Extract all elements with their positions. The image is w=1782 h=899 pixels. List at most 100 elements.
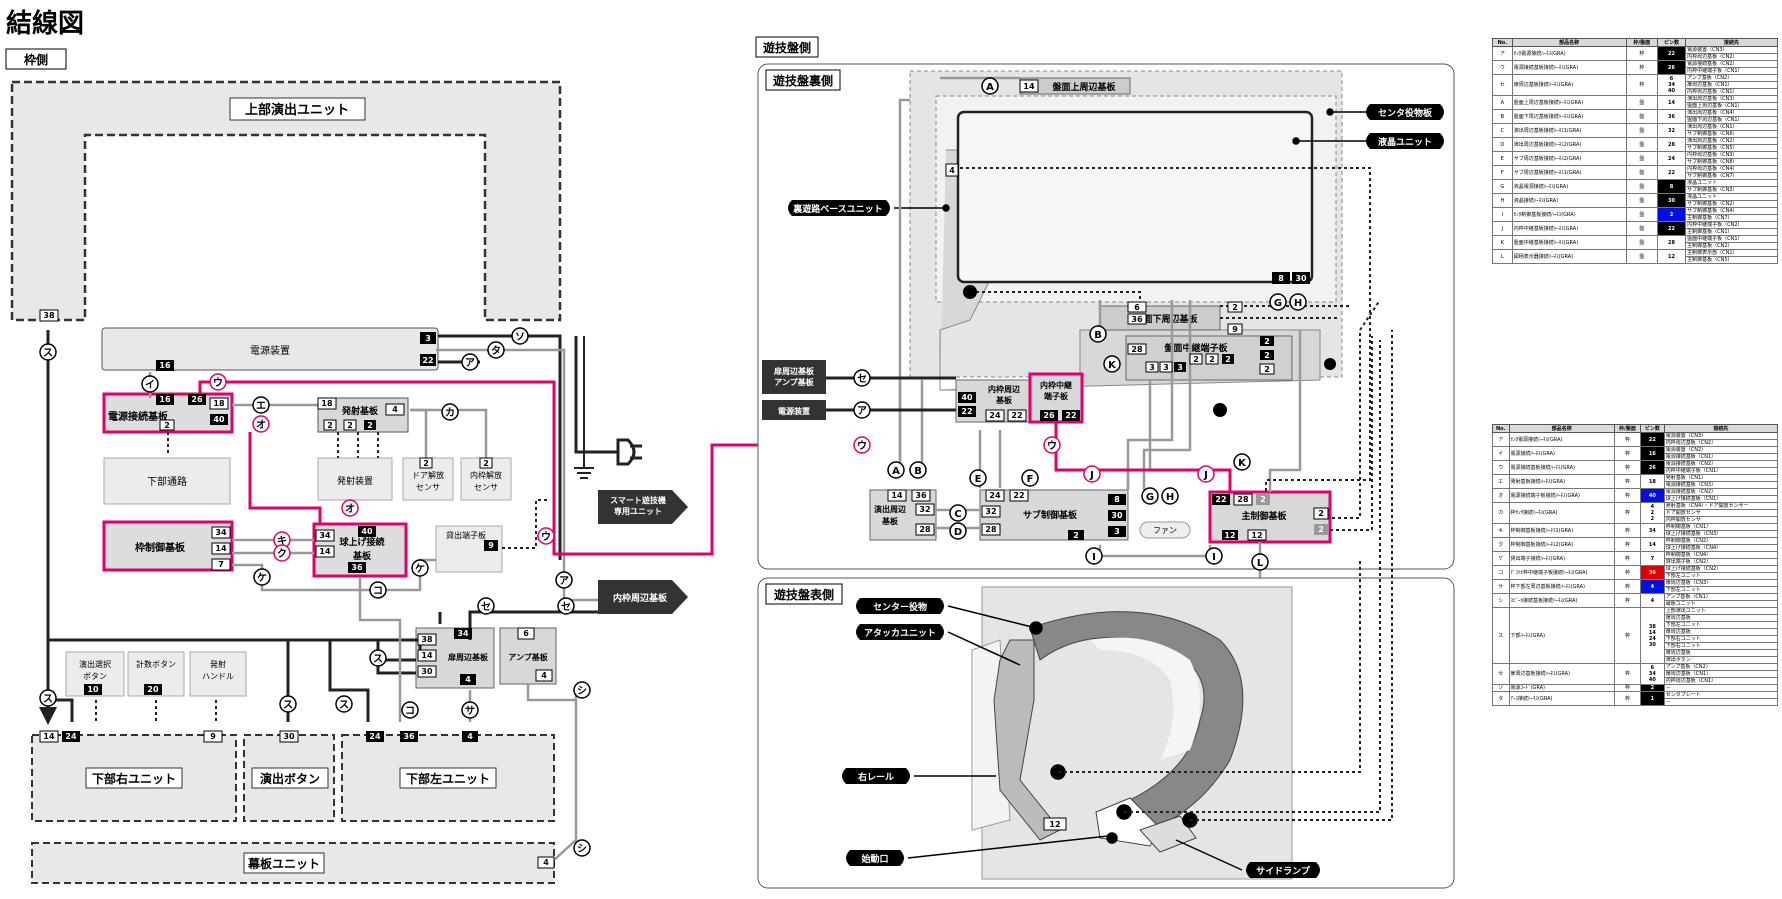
- svg-text:ア: ア: [465, 357, 475, 369]
- section-board-label: 遊技盤側: [763, 40, 811, 55]
- cell-pin: 22: [1656, 221, 1687, 236]
- cell-dest: 貸出端子板（CN2）: [1663, 558, 1779, 566]
- svg-text:38: 38: [421, 635, 433, 644]
- cell-no: サ: [1492, 579, 1510, 594]
- svg-text:36: 36: [351, 563, 363, 572]
- cell-pin: 1: [1640, 691, 1665, 706]
- cell-no: A: [1492, 95, 1513, 110]
- svg-text:12: 12: [1224, 531, 1235, 540]
- cell-name: 電源接続基板接続ﾊｰﾈｽ(GRA): [1511, 60, 1627, 75]
- svg-text:9: 9: [488, 541, 494, 550]
- cell-pin: 2: [1640, 684, 1665, 692]
- svg-text:ウ: ウ: [857, 440, 867, 452]
- cell-dest: サブ制御基板（CN7）: [1685, 172, 1778, 180]
- cell-pin: 14: [1656, 95, 1687, 110]
- cell-name: ｱｰｽ接続ﾊｰﾈｽ(GRA): [1508, 691, 1615, 706]
- earth-ground-icon: [574, 336, 594, 479]
- svg-text:2: 2: [1260, 495, 1266, 504]
- lower-path-label: 下部通路: [147, 475, 187, 488]
- svg-text:3: 3: [1163, 363, 1169, 372]
- inner-relay-label: 内枠中継端子板: [1040, 380, 1072, 401]
- svg-text:34: 34: [457, 629, 469, 638]
- cell-no: J: [1492, 221, 1513, 236]
- svg-text:2: 2: [1264, 365, 1270, 374]
- cell-name: ｾﾝﾀ電源接続ﾊｰﾈｽ(GRA): [1511, 46, 1627, 61]
- svg-text:22: 22: [1013, 491, 1024, 500]
- svg-text:4: 4: [467, 732, 473, 741]
- table-row: －: [1493, 698, 1779, 706]
- cell-dest: サブ制御基板（CN8）: [1685, 158, 1778, 166]
- svg-text:2: 2: [327, 421, 333, 430]
- svg-text:40: 40: [361, 527, 373, 536]
- cell-name: ﾃﾞｺﾘｾ枠中継端子板接続ﾊｰﾈｽ(GRA): [1508, 565, 1615, 580]
- svg-text:2: 2: [483, 459, 489, 468]
- svg-text:ケ: ケ: [415, 563, 425, 575]
- svg-text:2: 2: [423, 459, 429, 468]
- svg-text:36: 36: [1131, 315, 1143, 324]
- board-connection-table: No. 部品名称 枠/盤面 ピン数 接続先 アｾﾝﾀ電源接続ﾊｰﾈｽ(GRA)枠…: [1492, 38, 1778, 264]
- cell-dest: 演出周辺基板（CN2）: [1685, 137, 1778, 145]
- lower-right-label: 下部右ユニット: [92, 771, 176, 786]
- cell-no: ク: [1492, 537, 1510, 552]
- cell-side: 盤: [1625, 95, 1658, 110]
- svg-text:9: 9: [1232, 325, 1238, 334]
- cell-pin: 12: [1656, 249, 1687, 264]
- svg-text:液晶ユニット: 液晶ユニット: [1378, 136, 1432, 148]
- frame-pin-boxes: 38 16 16 26 18 40 2 3 22 18 4 2 2 2 2 2 …: [39, 309, 555, 869]
- cell-side: 枠: [1613, 474, 1642, 489]
- cell-name: 液晶電源接続ﾊｰﾈｽ(GRA): [1511, 179, 1627, 194]
- svg-text:ウ: ウ: [213, 377, 223, 389]
- cell-name: 貸出端子接続ﾊｰﾈｽ(GRA): [1508, 551, 1615, 566]
- cell-dest: 電源接続基板（CN2）: [1685, 60, 1778, 68]
- svg-text:36: 36: [915, 491, 927, 500]
- cell-name: 盤面上周辺基板接続ﾊｰﾈｽ(GRA): [1511, 95, 1627, 110]
- cell-no: ソ: [1492, 684, 1510, 692]
- cell-side: 枠: [1613, 460, 1642, 475]
- svg-text:タ: タ: [491, 345, 501, 357]
- svg-text:30: 30: [421, 667, 433, 676]
- cell-name: 図柄表示器接続ﾊｰﾈｽ(GRA): [1511, 249, 1627, 264]
- svg-text:24: 24: [65, 732, 77, 741]
- cell-dest: サブ制御基板（CN4）: [1685, 207, 1778, 215]
- cell-no: E: [1492, 151, 1513, 166]
- cell-dest: 主制御表示部（CN1）: [1685, 249, 1778, 257]
- cell-no: ケ: [1492, 551, 1510, 566]
- cell-name: 電源接続ﾊｰﾈｽ(GRA): [1508, 446, 1615, 461]
- cell-name: 電源接続基板接続ﾊｰﾈｽ(GRA): [1508, 460, 1615, 475]
- svg-text:B: B: [1094, 330, 1102, 341]
- cell-name: ｾﾝﾀ電源接続ﾊｰﾈｽ(GRA): [1508, 432, 1615, 447]
- svg-text:エ: エ: [256, 401, 266, 412]
- svg-text:22: 22: [1065, 411, 1076, 420]
- cell-dest: 球上げ接続基板（CN2）: [1663, 565, 1779, 573]
- cell-dest: 液晶ユニット: [1685, 179, 1778, 187]
- cell-no: G: [1492, 179, 1513, 194]
- cell-pin: 32: [1656, 123, 1687, 138]
- svg-text:シ: シ: [577, 843, 587, 855]
- svg-text:セ: セ: [481, 601, 491, 613]
- pin-upper-periph: 14: [1023, 82, 1035, 91]
- cell-side: 盤: [1625, 165, 1658, 180]
- svg-text:K: K: [1238, 458, 1247, 469]
- svg-text:コ: コ: [373, 586, 383, 597]
- cell-pin: 16: [1640, 446, 1665, 461]
- svg-text:2: 2: [164, 421, 170, 430]
- cell-dest: ドア開放センサ: [1663, 509, 1779, 517]
- cell-dest: －: [1663, 684, 1779, 692]
- svg-text:28: 28: [985, 525, 997, 534]
- cell-dest: 扉周辺基板（CN1）: [1685, 81, 1778, 89]
- svg-text:ウ: ウ: [541, 531, 551, 543]
- svg-text:22: 22: [422, 356, 433, 365]
- ball-lift-label: 球上げ接続基板: [339, 536, 384, 562]
- svg-text:ウ: ウ: [1047, 440, 1057, 452]
- svg-text:4: 4: [543, 858, 549, 867]
- cell-dest: 電源接続基板（CN1）: [1663, 453, 1779, 461]
- front-labels: センター役物 アタッカユニット 右レール 始動口 サイドランプ: [842, 598, 1320, 878]
- svg-text:A: A: [892, 466, 900, 477]
- svg-text:始動口: 始動口: [861, 853, 888, 865]
- svg-text:38: 38: [43, 311, 55, 320]
